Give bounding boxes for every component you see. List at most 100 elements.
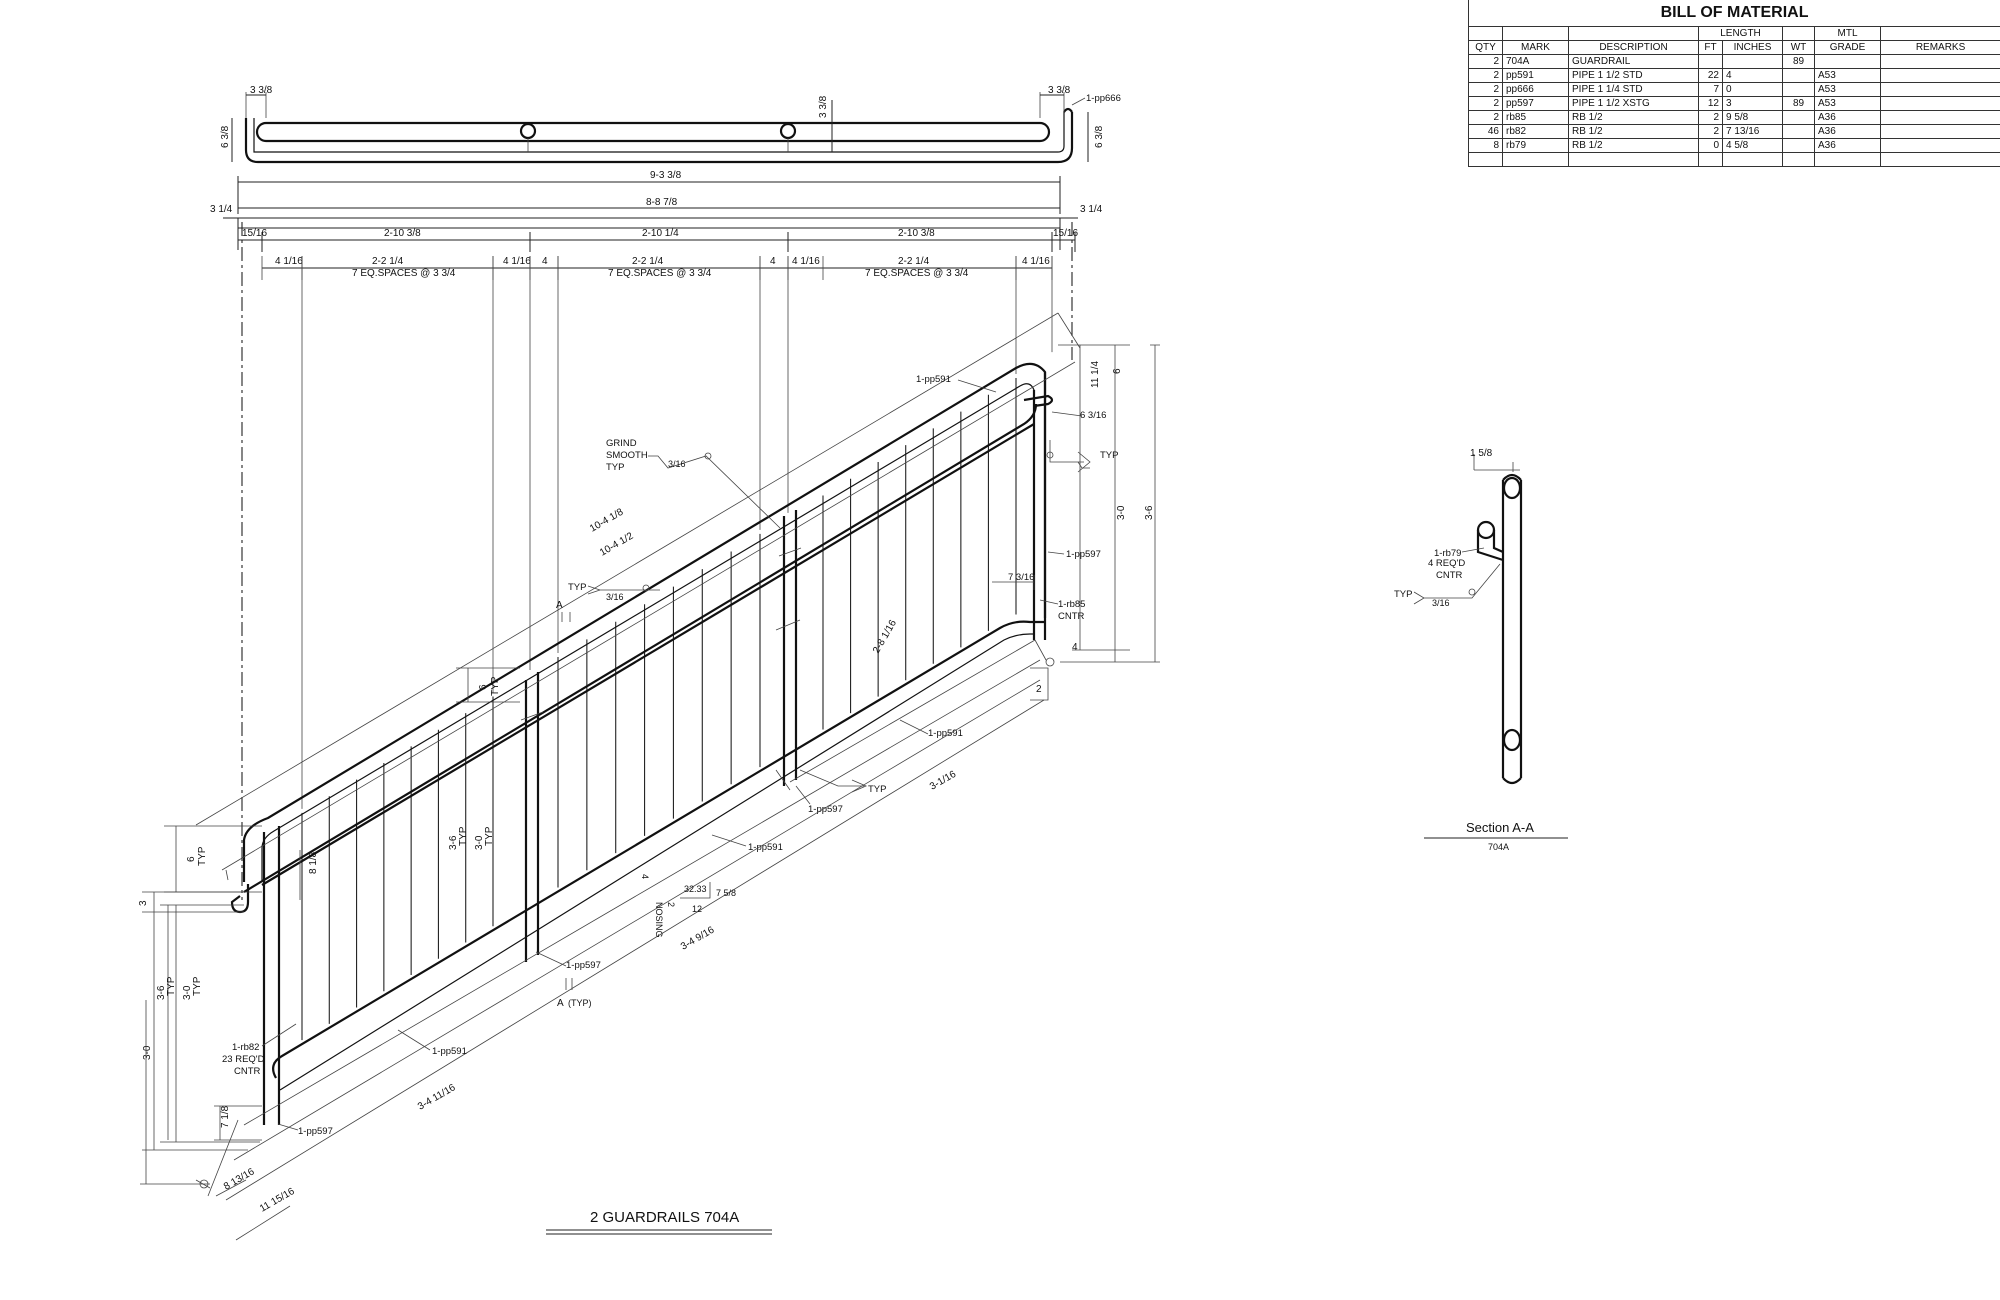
- top-overall-dim: 9-3 3/8: [650, 170, 682, 181]
- dim-3-1-16: 3-1/16: [928, 769, 958, 793]
- span-3: 2-10 3/8: [898, 228, 935, 239]
- grind-note-3: TYP: [606, 462, 624, 473]
- pp597-mid-label: 1-pp597: [808, 804, 843, 815]
- table-row: [1468, 152, 2000, 167]
- section-post-pipe: [1501, 480, 1523, 778]
- spacing-dim-1: 2-2 1/4: [372, 256, 404, 267]
- top-dim-left-height: 6 3/8: [220, 125, 231, 148]
- pp597-bottom-label: 1-pp597: [298, 1126, 333, 1137]
- top-right-offset: 3 1/4: [1080, 204, 1103, 215]
- post-pipe: [524, 672, 540, 962]
- elevation-dimensions: 15/16 2-10 3/8 2-10 1/4 2-10 3/8 15/16 4…: [238, 222, 1078, 900]
- right-weld-typ: TYP: [1100, 450, 1118, 461]
- rb85-label-1: 1-rb85: [1058, 599, 1085, 610]
- dim-3-6-left: 3-6: [156, 985, 167, 1000]
- table-row: 46 rb82 RB 1/2 2 7 13/16 A36: [1468, 124, 2000, 139]
- pp591-mid-label: 1-pp591: [928, 728, 963, 739]
- dim-6-right: 6: [1112, 368, 1123, 374]
- dim-8-1-8: 8 1/8: [308, 851, 319, 874]
- grind-note-1: GRIND: [606, 438, 637, 449]
- dim-11-15-16: 11 15/16: [258, 1186, 297, 1215]
- top-dim-right-height: 6 3/8: [1094, 125, 1105, 148]
- top-dim-right: 3 3/8: [1048, 85, 1071, 96]
- typ-label-2: TYP: [458, 826, 469, 846]
- dim-7-1-8: 7 1/8: [220, 1105, 231, 1128]
- nosing-3: NOSING: [654, 902, 664, 938]
- rail-length-1: 10-4 1/8: [588, 507, 626, 535]
- post-pipe: [782, 510, 798, 786]
- pp597-right-label: 1-pp597: [1066, 549, 1101, 560]
- grind-weld-size: 3/16: [668, 459, 686, 469]
- table-row: 2 pp597 PIPE 1 1/2 XSTG 12 3 89 A53: [1468, 96, 2000, 111]
- section-a-typ: (TYP): [568, 998, 592, 1008]
- dim-3-0-far-left: 3-0: [142, 1045, 153, 1060]
- nosing-1: 4: [640, 874, 650, 879]
- typ-label-5: TYP: [166, 976, 177, 996]
- gap-3: 4: [542, 256, 548, 267]
- bottom-rail-pipe: [271, 620, 1045, 1079]
- section-a-bottom: A: [557, 998, 564, 1009]
- dim-7-3-16: 7 3/16: [1008, 572, 1034, 583]
- pp591-bottom-label: 1-pp591: [432, 1046, 467, 1057]
- dim-3-4-11: 3-4 11/16: [416, 1082, 458, 1113]
- elevation-title: 2 GUARDRAILS 704A: [590, 1209, 739, 1226]
- dim-8-13-16: 8 13/16: [222, 1166, 257, 1192]
- grind-note-2: SMOOTH: [606, 450, 648, 461]
- gap-2: 4 1/16: [503, 256, 531, 267]
- rb79-label-3: CNTR: [1436, 570, 1463, 581]
- dim-3-6-typ: 3-6: [448, 835, 459, 850]
- nosing-2: 2: [666, 902, 676, 907]
- rb82-label-3: CNTR: [234, 1066, 261, 1077]
- top-left-offset: 3 1/4: [210, 204, 233, 215]
- section-title: Section A-A: [1466, 820, 1534, 835]
- pp597-low-label: 1-pp597: [566, 960, 601, 971]
- dim-11-1-4: 11 1/4: [1090, 361, 1101, 388]
- dim-3-left: 3: [138, 900, 149, 906]
- spacing-dim-3: 2-2 1/4: [898, 256, 930, 267]
- dim-2-right: 2: [1036, 684, 1042, 695]
- spacing-dim-2: 2-2 1/4: [632, 256, 664, 267]
- rb79-label-1: 1-rb79: [1434, 548, 1461, 559]
- dim-6-typ: 6: [478, 684, 489, 690]
- section-a-a: 1 5/8 1-rb79 4 REQ'D CNTR TYP 3/16 Secti…: [1394, 448, 1568, 852]
- dim-3-0-right: 3-0: [1116, 505, 1127, 520]
- bill-of-material-table: BILL OF MATERIAL LENGTH MTL QTY MARK DES…: [1467, 0, 2000, 167]
- section-ref: 704A: [1488, 842, 1509, 852]
- rb85-label-2: CNTR: [1058, 611, 1085, 622]
- top-dim-center: 3 3/8: [818, 95, 829, 118]
- typ-label-1: TYP: [490, 676, 501, 696]
- dim-3-0-left: 3-0: [182, 985, 193, 1000]
- upper-weld-typ: TYP: [568, 582, 586, 593]
- section-dim: 1 5/8: [1470, 448, 1493, 459]
- rb79-label-2: 4 REQ'D: [1428, 558, 1465, 569]
- typ-label-6: TYP: [192, 976, 203, 996]
- section-a-top: A: [556, 600, 563, 611]
- span-2: 2-10 1/4: [642, 228, 679, 239]
- picket-bars: [301, 378, 1017, 1041]
- dim-3-6-right: 3-6: [1144, 505, 1155, 520]
- top-plan-view: 3 3/8 3 3/8 3 3/8 6 3/8 6 3/8 1-pp666 9-…: [210, 85, 1121, 250]
- top-dim-left: 3 3/8: [250, 85, 273, 96]
- rb82-label-1: 1-rb82: [232, 1042, 259, 1053]
- rail-length-2: 10-4 1/2: [598, 531, 636, 559]
- rb82-label-2: 23 REQ'D: [222, 1054, 265, 1065]
- table-row: 2 rb85 RB 1/2 2 9 5/8 A36: [1468, 110, 2000, 125]
- pp591-top-label: 1-pp591: [916, 374, 951, 385]
- table-row: 2 704A GUARDRAIL 89: [1468, 54, 2000, 69]
- typ-label-4: TYP: [197, 846, 208, 866]
- spacing-note-1: 7 EQ.SPACES @ 3 3/4: [352, 268, 456, 279]
- top-rail-pipe: [242, 362, 1047, 882]
- span-left-edge: 15/16: [242, 228, 267, 239]
- right-post-pipe: [1032, 372, 1047, 640]
- typ-label-3: TYP: [484, 826, 495, 846]
- bottom-weld-typ: TYP: [868, 784, 886, 795]
- dim-2-8: 2-8 1/16: [871, 618, 899, 656]
- gap-4: 4: [770, 256, 776, 267]
- dim-3-0-typ: 3-0: [474, 835, 485, 850]
- dim-6-3-16: 6 3/16: [1080, 410, 1106, 421]
- span-right-edge: 15/16: [1053, 228, 1078, 239]
- annotations: 10-4 1/8 10-4 1/2 GRIND SMOOTH TYP 3/16 …: [138, 312, 1160, 1241]
- top-inner-dim: 8-8 7/8: [646, 197, 678, 208]
- dim-3-4-9: 3-4 9/16: [679, 925, 717, 953]
- bom-title: BILL OF MATERIAL: [1467, 0, 2000, 27]
